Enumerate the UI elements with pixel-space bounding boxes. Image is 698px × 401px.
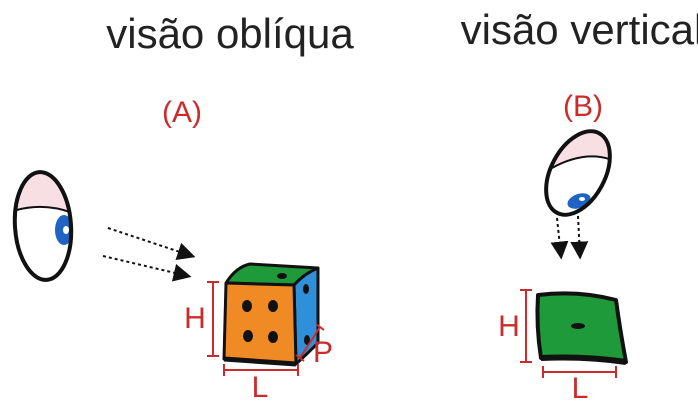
dimension-l-left [223,364,299,376]
dimension-label-h-right: H [498,310,520,343]
dimension-label-h-left: H [184,302,206,335]
eye-icon [11,170,75,282]
dashed-arrow-icon [102,227,196,282]
dimension-l-right [542,366,617,378]
dimension-h-right [520,289,532,363]
dimension-h-left [207,281,219,357]
left-view-title: visão oblíqua [106,10,354,57]
dimension-p-left [295,323,325,362]
square-tile-icon [535,291,628,365]
panel-label-a: (A) [162,96,202,129]
panel-label-b: (B) [563,90,603,123]
die-icon [222,262,320,367]
dimension-label-l-right: L [572,372,589,401]
right-view-title: visão vertical [461,6,698,53]
dashed-arrow-icon [550,215,589,260]
eye-icon [540,120,620,217]
dimension-label-p-left: P [313,336,333,369]
dimension-label-l-left: L [252,371,269,401]
